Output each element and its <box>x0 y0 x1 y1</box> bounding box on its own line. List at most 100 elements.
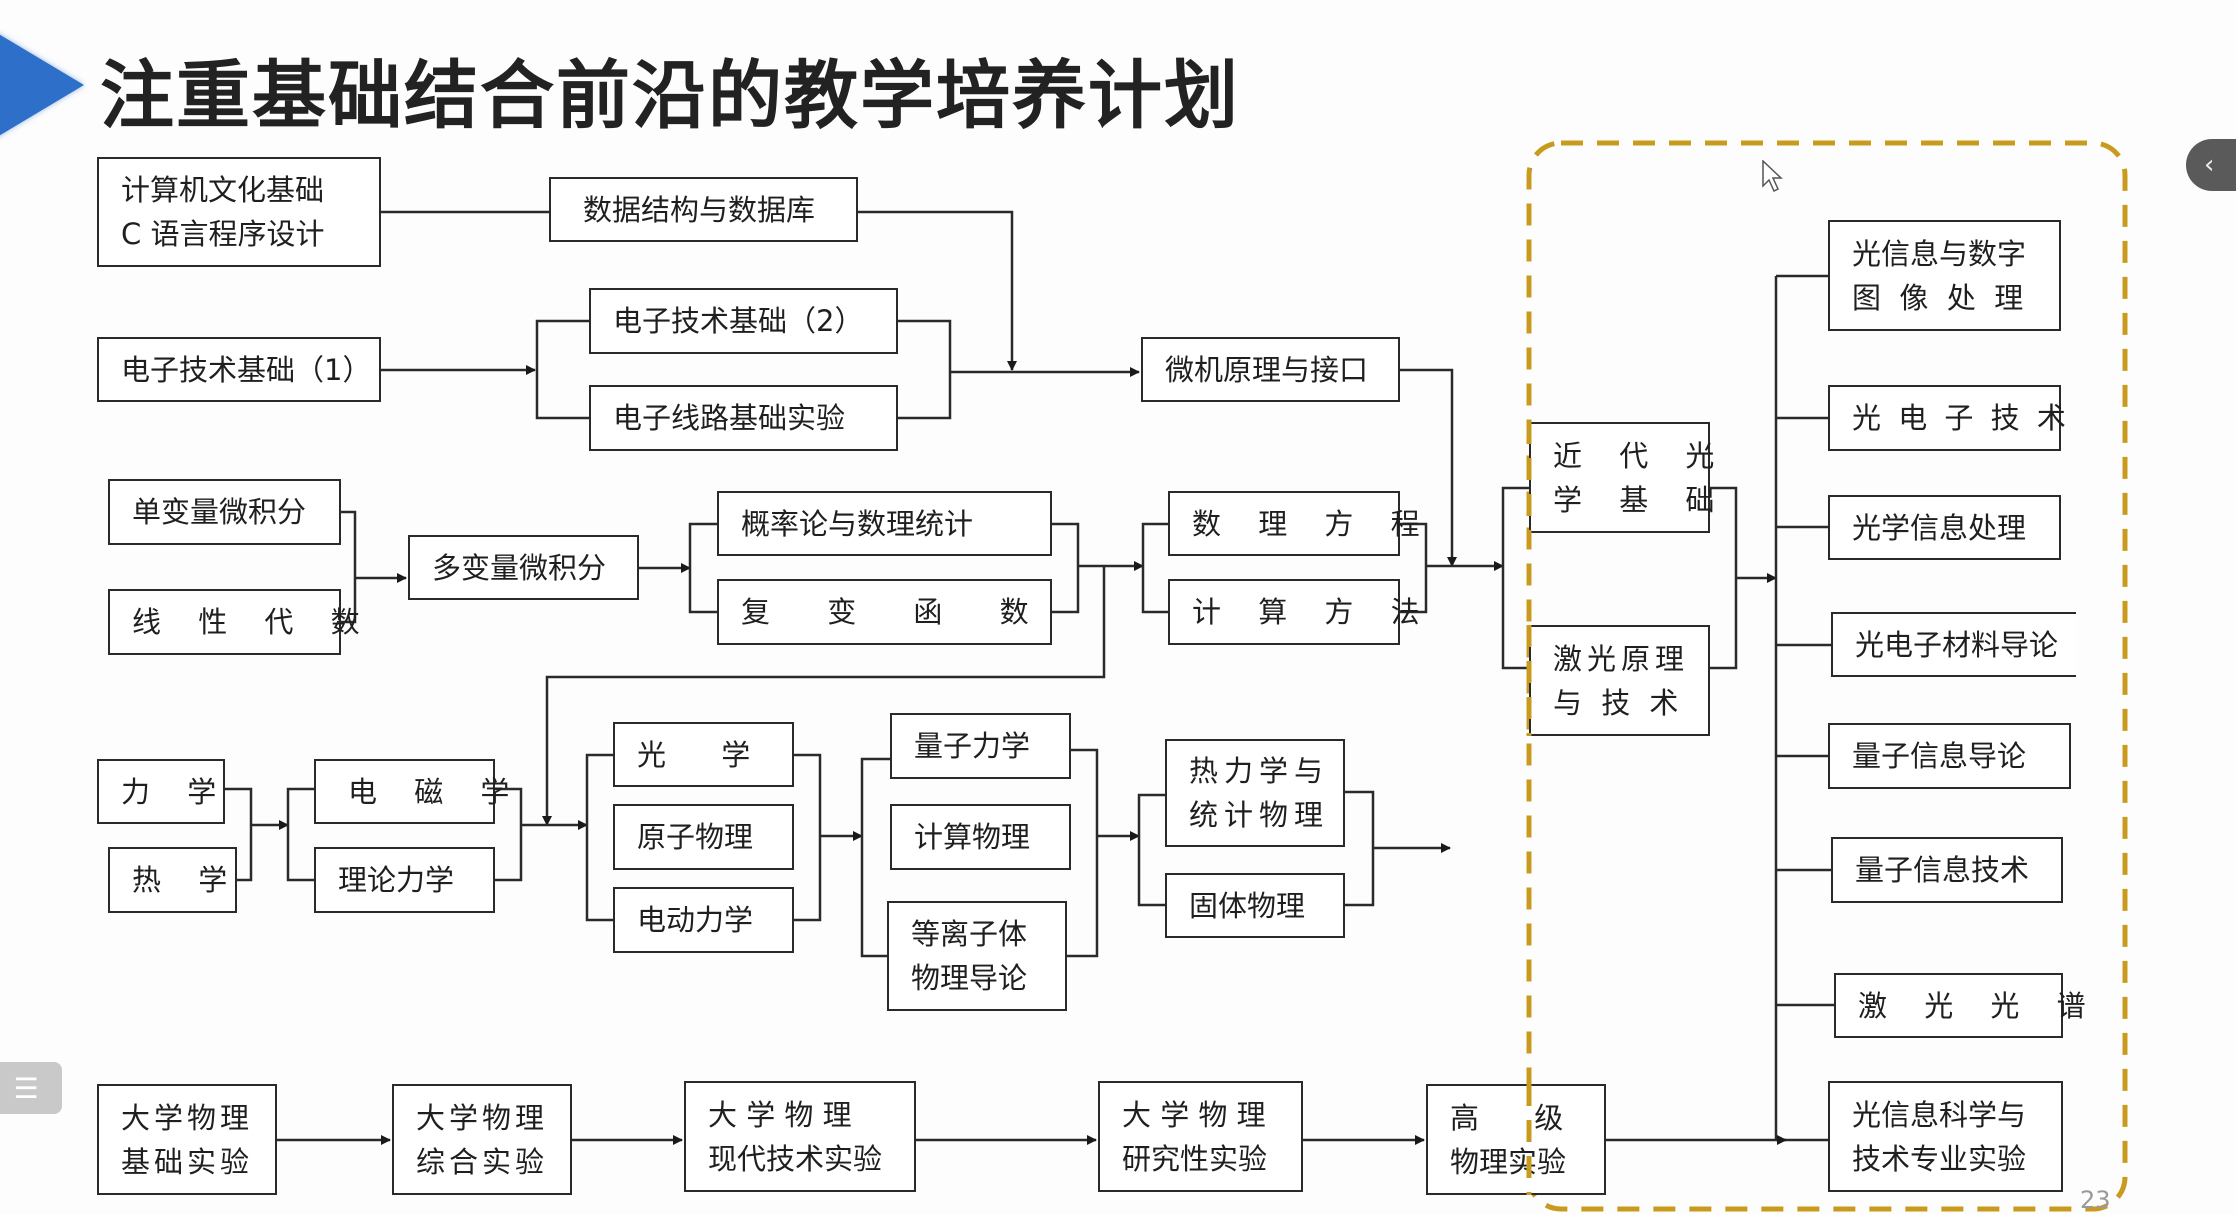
course-label: 微机原理与接口 <box>1165 352 1369 387</box>
elective-optoelectronic-materials: 光电子材料导论 <box>1831 612 2076 677</box>
course-label: 光 学 <box>637 737 751 772</box>
course-label: 电子线路基础实验 <box>613 401 846 435</box>
elective-laser-spectroscopy: 激 光 光 谱 <box>1834 973 2086 1038</box>
brand-arrow-icon <box>0 30 84 140</box>
course-linear-algebra: 线 性 代 数 <box>108 589 374 655</box>
bracket-prob-left <box>688 522 717 614</box>
course-laser-principles: 激光原理 与 技 术 <box>1529 625 1710 736</box>
course-modern-optics: 近 代 光 学 基 础 <box>1529 422 1729 533</box>
course-label: 图 像 处 理 <box>1852 280 2024 315</box>
bracket-prob-right <box>1052 522 1080 614</box>
course-label: 电 磁 学 <box>348 774 524 809</box>
course-optics: 光 学 <box>613 722 794 787</box>
course-label: 统计物理 <box>1189 798 1330 832</box>
bracket-phys-left <box>585 753 613 922</box>
collapse-panel-button[interactable]: ‹ <box>2186 139 2236 191</box>
course-label: 数 理 方 程 <box>1192 506 1434 541</box>
course-single-calculus: 单变量微积分 <box>108 479 341 545</box>
course-label: 量子力学 <box>914 729 1031 763</box>
elective-optical-info-processing: 光学信息处理 <box>1828 495 2061 560</box>
line-datastruct-down <box>858 210 1017 371</box>
bracket-phys-right <box>794 753 822 922</box>
lab-comprehensive: 大学物理 综合实验 <box>392 1084 572 1195</box>
course-label: 高 级 <box>1450 1100 1564 1135</box>
course-label: 热 学 <box>132 863 242 897</box>
page-number: 23 <box>2080 1186 2111 1214</box>
course-multi-calculus: 多变量微积分 <box>408 535 639 600</box>
course-math-physics-equations: 数 理 方 程 <box>1168 491 1434 556</box>
course-label: 现代技术实验 <box>708 1141 883 1176</box>
course-label: 大 学 物 理 <box>708 1097 852 1132</box>
course-label: 激光原理 <box>1553 641 1690 676</box>
course-electronics-1: 电子技术基础（1） <box>97 337 381 402</box>
bracket-calc <box>341 510 357 624</box>
course-label: 物理导论 <box>911 961 1028 995</box>
course-label: 计算物理 <box>914 820 1031 854</box>
course-label: 数据结构与数据库 <box>583 192 816 227</box>
course-label: 电子技术基础（2） <box>613 304 864 338</box>
course-label: 电子技术基础（1） <box>121 352 372 387</box>
course-label: 近 代 光 <box>1553 438 1729 473</box>
course-label: 线 性 代 数 <box>132 605 374 639</box>
course-label: 光信息科学与 <box>1852 1097 2027 1132</box>
course-label: 计算机文化基础 <box>121 173 325 207</box>
course-label: 光 电 子 技 术 <box>1852 401 2070 435</box>
course-label: 学 基 础 <box>1553 482 1729 517</box>
outline-menu-button[interactable]: ☰ <box>0 1062 62 1114</box>
course-label: 计 算 方 法 <box>1192 595 1434 629</box>
course-label: 大学物理 <box>416 1100 549 1135</box>
elective-optoelectronics: 光 电 子 技 术 <box>1828 385 2070 451</box>
line-prob-down-loop <box>542 566 1106 826</box>
bracket-mech <box>225 787 253 882</box>
course-atomic-physics: 原子物理 <box>613 804 794 870</box>
bracket-eq-left <box>1141 522 1168 614</box>
bracket-qm-left <box>860 757 890 958</box>
chevron-left-icon: ‹ <box>2204 150 2215 180</box>
course-label: 原子物理 <box>637 820 754 854</box>
course-label: 基础实验 <box>121 1144 254 1179</box>
lab-research: 大 学 物 理 研究性实验 <box>1098 1081 1303 1192</box>
course-electromagnetism: 电 磁 学 <box>314 759 524 824</box>
course-label: 力 学 <box>121 774 231 809</box>
course-label: 量子信息技术 <box>1855 853 2030 887</box>
bracket-em-right <box>495 787 523 882</box>
line-micro-down <box>1400 368 1457 567</box>
bracket-elec-left <box>535 319 589 420</box>
mouse-cursor-icon <box>1762 160 1783 193</box>
course-label: 研究性实验 <box>1122 1141 1268 1176</box>
course-label: 概率论与数理统计 <box>741 506 974 541</box>
bracket-thermo-right <box>1345 790 1375 907</box>
elective-quantum-info-tech: 量子信息技术 <box>1831 837 2063 903</box>
lab-modern-tech: 大 学 物 理 现代技术实验 <box>684 1081 916 1192</box>
course-label: 复 变 函 数 <box>741 595 1053 629</box>
course-label: 固体物理 <box>1189 888 1306 923</box>
course-label: 综合实验 <box>416 1144 549 1179</box>
bracket-thermo-left <box>1137 793 1165 907</box>
course-computational-physics: 计算物理 <box>890 804 1071 870</box>
course-mechanics: 力 学 <box>97 759 225 824</box>
course-label: 大学物理 <box>121 1100 254 1135</box>
bracket-qm-right <box>1067 748 1099 958</box>
course-label: 光信息与数字 <box>1852 236 2027 271</box>
course-thermo-statistical: 热力学与 统计物理 <box>1165 739 1345 847</box>
course-computer-basics: 计算机文化基础 C 语言程序设计 <box>97 157 381 267</box>
course-label: 量子信息导论 <box>1852 739 2027 773</box>
course-solid-state: 固体物理 <box>1165 873 1345 938</box>
course-theoretical-mechanics: 理论力学 <box>314 847 495 913</box>
course-label: 光学信息处理 <box>1852 510 2027 545</box>
course-label: 理论力学 <box>338 863 455 897</box>
elective-major-lab: 光信息科学与 技术专业实验 <box>1828 1081 2063 1192</box>
course-label: C 语言程序设计 <box>121 217 325 251</box>
bracket-em-left <box>286 787 314 882</box>
course-label: 技术专业实验 <box>1852 1141 2027 1176</box>
course-numerical-methods: 计 算 方 法 <box>1168 579 1434 645</box>
course-electronics-2: 电子技术基础（2） <box>589 288 898 354</box>
course-microcomputer: 微机原理与接口 <box>1141 337 1400 402</box>
list-icon: ☰ <box>13 1071 39 1105</box>
lab-basic: 大学物理 基础实验 <box>97 1084 277 1195</box>
course-quantum-mechanics: 量子力学 <box>890 713 1071 779</box>
elective-quantum-info-intro: 量子信息导论 <box>1828 723 2071 789</box>
lab-advanced: 高 级 物理实验 <box>1426 1084 1606 1195</box>
course-label: 光电子材料导论 <box>1855 627 2059 662</box>
course-plasma-physics: 等离子体 物理导论 <box>887 901 1067 1011</box>
